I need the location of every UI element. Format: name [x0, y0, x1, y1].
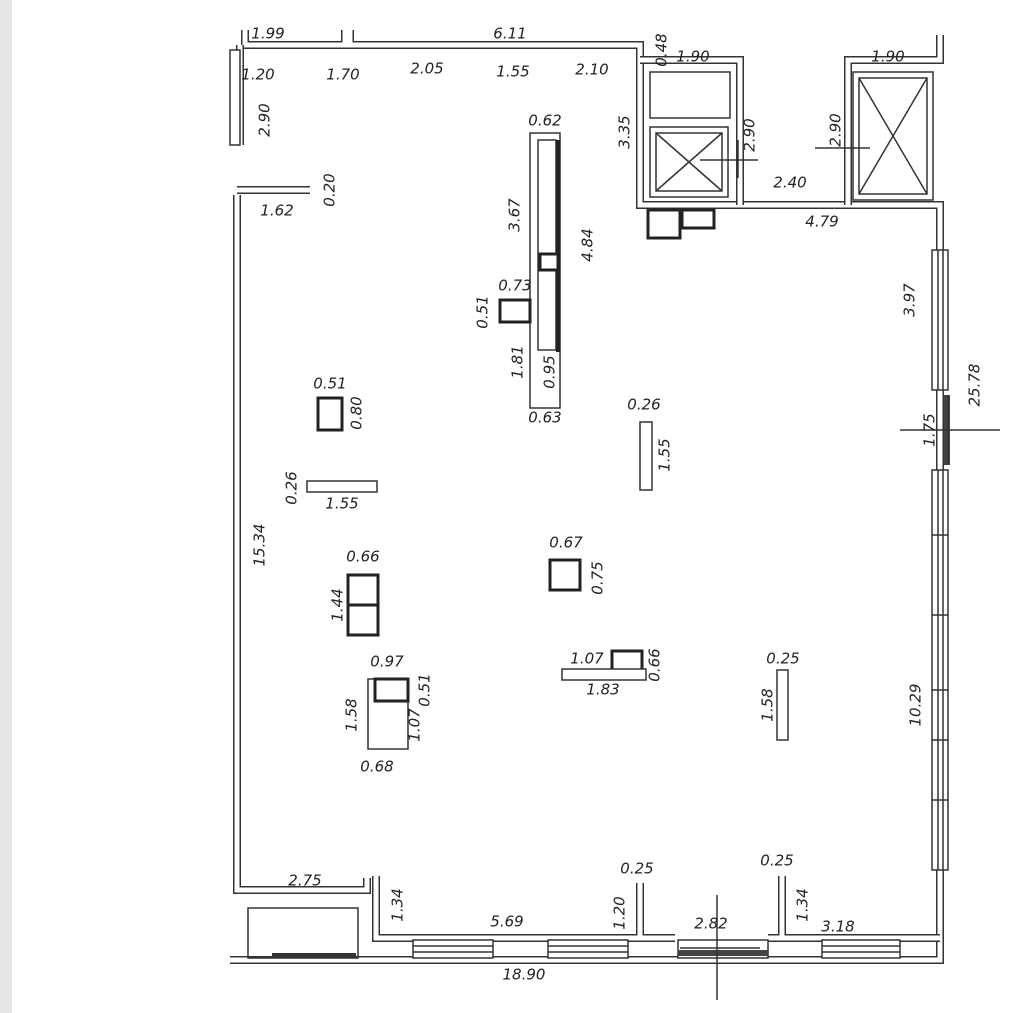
dimension-label: 1.90 — [871, 48, 904, 66]
dimension-label: 1.44 — [329, 588, 347, 621]
dimension-label: 0.51 — [474, 295, 492, 328]
dimension-label: 1.58 — [759, 688, 777, 721]
dimension-label: 2.40 — [773, 174, 806, 192]
dimension-label: 0.51 — [416, 673, 434, 706]
dimension-label: 0.67 — [549, 534, 583, 552]
dimension-label: 1.99 — [251, 25, 284, 43]
left-edge-strip — [0, 0, 12, 1013]
dimension-label: 0.75 — [589, 561, 607, 594]
dimension-label: 4.79 — [805, 213, 838, 231]
dimension-label: 0.25 — [760, 852, 793, 870]
dimension-label: 0.66 — [646, 648, 664, 681]
dimension-label: 1.75 — [921, 413, 939, 446]
dimension-label: 10.29 — [907, 684, 925, 727]
dimension-label: 1.70 — [326, 66, 359, 84]
dimension-label: 1.81 — [509, 345, 527, 378]
dimension-label: 2.90 — [256, 103, 274, 136]
dimension-labels: 1.99 6.11 1.20 1.70 2.05 1.55 2.10 0.48 1.90 1.90… — [241, 25, 983, 984]
dimension-label: 0.25 — [620, 860, 653, 878]
dimension-label: 3.97 — [901, 283, 919, 317]
dimension-label: 25.78 — [966, 364, 984, 407]
walls — [230, 30, 944, 964]
dimension-label: 0.48 — [653, 33, 671, 66]
dimension-label: 0.26 — [627, 396, 660, 414]
rooms — [247, 71, 934, 959]
dimension-label: 4.84 — [579, 228, 597, 261]
dimension-label: 1.07 — [406, 708, 424, 742]
dimension-label: 0.66 — [346, 548, 379, 566]
dimension-label: 2.82 — [694, 915, 727, 933]
dimension-label: 2.90 — [741, 118, 759, 151]
dimension-label: 5.69 — [490, 913, 523, 931]
dimension-label: 1.20 — [611, 896, 629, 929]
dimension-label: 0.20 — [321, 173, 339, 206]
dimension-label: 1.58 — [343, 698, 361, 731]
dimension-label: 1.20 — [241, 66, 274, 84]
dimension-label: 1.55 — [656, 438, 674, 471]
dimension-label: 2.10 — [575, 61, 608, 79]
windows — [229, 49, 1000, 1000]
dimension-label: 15.34 — [251, 524, 269, 567]
dimension-label: 0.68 — [360, 758, 393, 776]
dimension-label: 0.25 — [766, 650, 799, 668]
dimension-label: 1.34 — [794, 888, 812, 921]
dimension-label: 0.97 — [370, 653, 404, 671]
dimension-label: 1.83 — [586, 681, 619, 699]
dimension-label: 0.73 — [498, 277, 531, 295]
dimension-label: 6.11 — [493, 25, 526, 43]
dimension-label: 18.90 — [503, 966, 546, 984]
dimension-label: 0.26 — [283, 471, 301, 504]
dimension-label: 2.75 — [288, 872, 321, 890]
dimension-label: 0.95 — [541, 355, 559, 388]
dimension-label: 3.67 — [506, 198, 524, 232]
dimension-label: 1.55 — [325, 495, 358, 513]
dimension-label: 0.51 — [313, 375, 346, 393]
dimension-label: 0.80 — [348, 396, 366, 429]
dimension-label: 1.62 — [260, 202, 293, 220]
dimension-label: 1.55 — [496, 63, 529, 81]
dimension-label: 0.62 — [528, 112, 561, 130]
dimension-label: 1.07 — [570, 650, 604, 668]
dimension-label: 1.90 — [676, 48, 709, 66]
dimension-label: 3.18 — [821, 918, 854, 936]
dimension-label: 2.05 — [410, 60, 443, 78]
dimension-label: 2.90 — [827, 113, 845, 146]
dimension-label: 1.34 — [389, 888, 407, 921]
dimension-label: 3.35 — [616, 115, 634, 148]
dimension-label: 0.63 — [528, 409, 561, 427]
columns — [306, 132, 789, 750]
